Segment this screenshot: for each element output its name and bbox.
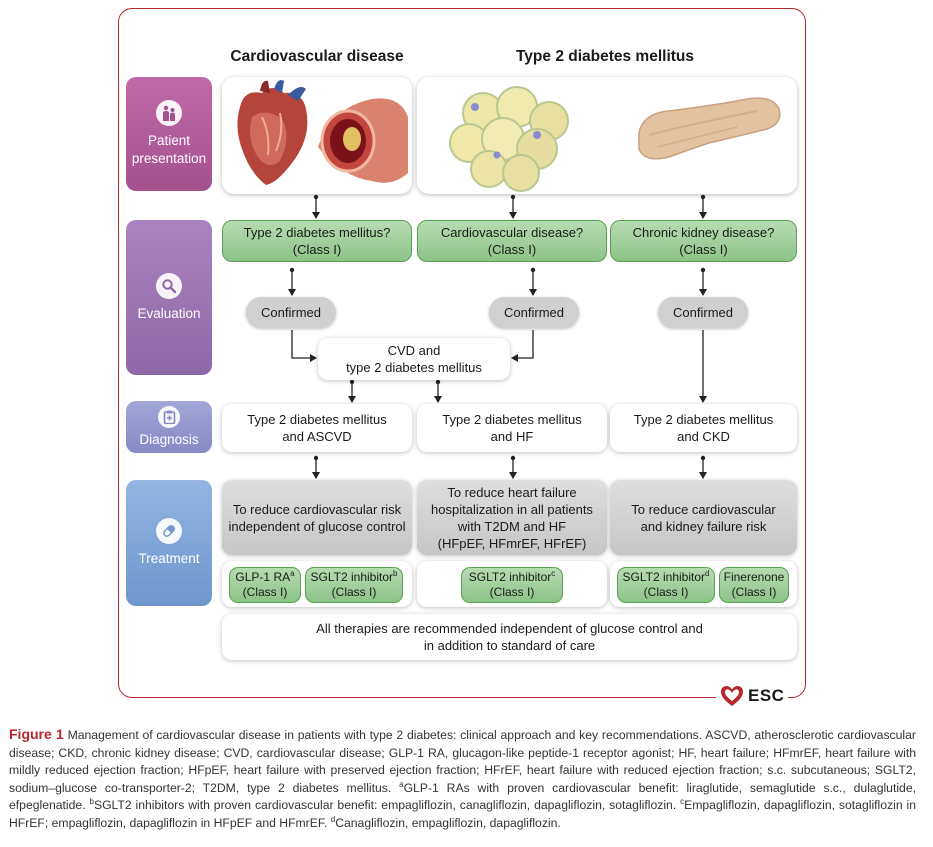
diagnosis-ckd-line2: and CKD (677, 429, 730, 444)
drug-sglt2-hf-class: (Class I) (489, 585, 535, 599)
drug-finerenone-class: (Class I) (731, 585, 777, 599)
diagnosis-hf-line2: and HF (490, 429, 534, 444)
question-t2dm-text: Type 2 diabetes mellitus? (243, 225, 391, 240)
treatment-goal-hf-line3: with T2DM and HF (457, 518, 567, 534)
diagnosis-ckd-line1: Type 2 diabetes mellitus (633, 412, 774, 427)
treatment-goal-ascvd-line1: To reduce cardiovascular risk (232, 501, 402, 517)
drug-sglt2-hf: SGLT2 inhibitorc (Class I) (461, 567, 563, 603)
standard-of-care-line1: All therapies are recommended independen… (316, 621, 703, 636)
question-cvd-text: Cardiovascular disease? (440, 225, 584, 240)
treatment-goal-ckd-line2: and kidney failure risk (640, 518, 767, 534)
merge-line2: type 2 diabetes mellitus (346, 360, 482, 375)
column-header-cvd: Cardiovascular disease (230, 48, 404, 65)
treatment-goal-hf-line1: To reduce heart failure (447, 484, 577, 500)
confirmed-pill-cvd: Confirmed (489, 297, 579, 328)
row-label-evaluation-text: Evaluation (137, 305, 201, 321)
figure-label: Figure 1 (9, 726, 64, 742)
treatment-goal-hf-line2: hospitalization in all patients (431, 501, 593, 517)
treatment-goal-ckd: To reduce cardiovascular and kidney fail… (610, 480, 797, 555)
caption-sup-b: b (89, 797, 94, 807)
caption-sup-a: a (399, 779, 404, 789)
drug-sglt2-hf-name: SGLT2 inhibitor (468, 570, 552, 584)
row-label-patient-line1: Patient (147, 133, 191, 148)
drug-sglt2-ascvd: SGLT2 inhibitorb (Class I) (305, 567, 403, 603)
caption-text-4: Empagliflozin, dapagliflozin, sotagliflo… (9, 798, 916, 830)
drug-glp1-sup: a (290, 569, 295, 578)
drug-sglt2-ascvd-name: SGLT2 inhibitor (310, 570, 394, 584)
question-ckd-text: Chronic kidney disease? (632, 225, 775, 240)
drug-sglt2-ascvd-sup: b (393, 569, 398, 578)
esc-logo-text: ESC (748, 686, 785, 705)
artery-illustration (318, 98, 408, 183)
cvd-image-panel (222, 77, 412, 194)
row-label-patient-presentation: Patient presentation (126, 77, 212, 191)
question-cvd: Cardiovascular disease? (Class I) (417, 220, 607, 262)
pill-icon (156, 518, 182, 544)
drug-sglt2-ascvd-class: (Class I) (331, 585, 377, 599)
esc-logo: ESC (716, 685, 789, 707)
row-label-diagnosis-text: Diagnosis (139, 432, 199, 447)
caption-sup-d: d (330, 814, 336, 824)
treatment-goal-hf: To reduce heart failure hospitalization … (417, 480, 607, 555)
pancreas-illustration (638, 97, 781, 160)
row-label-diagnosis: Diagnosis (126, 401, 212, 453)
caption-sup-c: c (680, 797, 685, 807)
row-label-treatment-text: Treatment (138, 551, 200, 566)
esc-heart-logo (721, 686, 743, 706)
fat-cells-illustration (449, 86, 569, 192)
drug-sglt2-ckd-class: (Class I) (643, 585, 689, 599)
figure-frame (118, 8, 806, 698)
treatment-goal-ckd-line1: To reduce cardiovascular (631, 501, 776, 517)
standard-of-care-note: All therapies are recommended independen… (222, 614, 797, 660)
standard-of-care-line2: in addition to standard of care (423, 638, 596, 653)
drug-finerenone: Finerenone (Class I) (719, 567, 789, 603)
merge-line1: CVD and (387, 343, 441, 358)
magnifier-icon (156, 272, 182, 299)
question-ckd-class: (Class I) (679, 242, 728, 257)
drug-glp1-name: GLP-1 RA (235, 570, 291, 584)
patient-icon (156, 100, 182, 126)
question-t2dm: Type 2 diabetes mellitus? (Class I) (222, 220, 412, 262)
drug-sglt2-ckd: SGLT2 inhibitord (Class I) (617, 567, 715, 603)
row-label-treatment: Treatment (126, 480, 212, 606)
caption-text-1: Management of cardiovascular disease in … (9, 728, 916, 795)
question-cvd-class: (Class I) (487, 242, 537, 257)
treatment-goal-hf-line4: (HFpEF, HFmrEF, HFrEF) (437, 535, 587, 551)
question-t2dm-class: (Class I) (292, 242, 342, 257)
cvd-and-t2dm-box: CVD and type 2 diabetes mellitus (318, 338, 510, 380)
figure-caption: Figure 1 Management of cardiovascular di… (9, 726, 916, 833)
caption-text-2: GLP-1 RAs with proven cardiovascular ben… (9, 780, 916, 813)
diagnosis-hf: Type 2 diabetes mellitus and HF (417, 404, 607, 452)
drug-sglt2-ckd-sup: d (705, 569, 710, 578)
row-label-patient-line2: presentation (131, 151, 207, 166)
drug-glp1-ra: GLP-1 RAa (Class I) (229, 567, 301, 603)
t2dm-image-panel (417, 77, 797, 194)
treatment-goal-ascvd-line2: independent of glucose control (228, 518, 406, 534)
question-ckd: Chronic kidney disease? (Class I) (610, 220, 797, 262)
drug-sglt2-ckd-name: SGLT2 inhibitor (622, 570, 706, 584)
diagnosis-ckd: Type 2 diabetes mellitus and CKD (610, 404, 797, 452)
treatment-goal-ascvd: To reduce cardiovascular risk independen… (222, 480, 412, 555)
caption-text-3: SGLT2 inhibitors with proven cardiovascu… (93, 798, 681, 813)
drug-glp1-class: (Class I) (242, 585, 288, 599)
clipboard-icon (158, 406, 180, 428)
diagnosis-hf-line1: Type 2 diabetes mellitus (442, 412, 582, 427)
confirmed-pill-ckd: Confirmed (658, 297, 748, 328)
diagnosis-ascvd-line1: Type 2 diabetes mellitus (247, 412, 387, 427)
row-label-evaluation: Evaluation (126, 220, 212, 375)
drug-finerenone-name: Finerenone (723, 570, 785, 584)
column-header-t2dm: Type 2 diabetes mellitus (515, 48, 695, 65)
caption-text-5: Canagliflozin, empagliflozin, dapagliflo… (335, 815, 561, 830)
heart-illustration (237, 80, 308, 185)
drug-sglt2-hf-sup: c (551, 569, 556, 578)
diagnosis-ascvd: Type 2 diabetes mellitus and ASCVD (222, 404, 412, 452)
diagnosis-ascvd-line2: and ASCVD (282, 429, 352, 444)
confirmed-pill-t2dm: Confirmed (246, 297, 336, 328)
